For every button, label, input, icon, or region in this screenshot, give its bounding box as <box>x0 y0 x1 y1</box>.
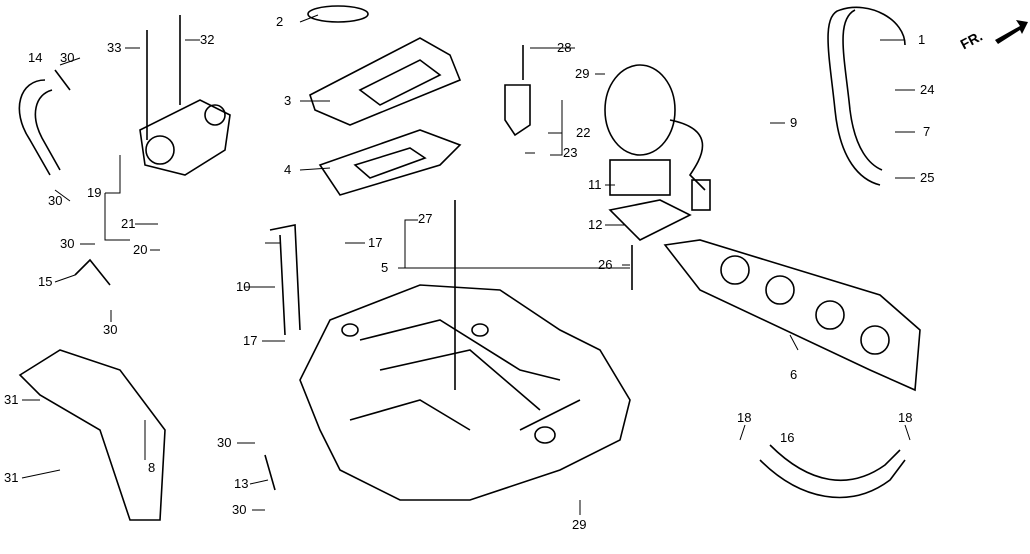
callout-13: 13 <box>234 476 249 491</box>
callout-25: 25 <box>920 170 935 185</box>
gasket <box>318 129 462 196</box>
callout-24: 24 <box>920 82 935 97</box>
callout-6: 6 <box>790 367 798 382</box>
callout-29a: 29 <box>575 66 590 81</box>
callout-30d: 30 <box>103 322 118 337</box>
callout-11: 11 <box>588 177 602 192</box>
callout-22: 22 <box>576 125 591 140</box>
intake-manifold <box>299 284 631 501</box>
callout-31b: 31 <box>4 470 19 485</box>
callout-14: 14 <box>28 50 43 65</box>
callout-30a: 30 <box>60 50 75 65</box>
egr-valve <box>604 64 676 156</box>
callout-29b: 29 <box>572 517 587 532</box>
callout-26: 26 <box>598 257 613 272</box>
callout-1: 1 <box>918 32 926 47</box>
callout-8: 8 <box>148 460 156 475</box>
callout-18a: 18 <box>737 410 752 425</box>
callout-23: 23 <box>563 145 578 160</box>
callout-10: 10 <box>236 279 251 294</box>
callout-17a: 17 <box>368 235 383 250</box>
callout-15: 15 <box>38 274 53 289</box>
callout-30c: 30 <box>60 236 75 251</box>
callout-33: 33 <box>107 40 122 55</box>
callout-30f: 30 <box>232 502 247 517</box>
callout-5: 5 <box>381 260 389 275</box>
callout-27: 27 <box>418 211 433 226</box>
callout-32: 32 <box>200 32 215 47</box>
callout-21: 21 <box>121 216 136 231</box>
callout-19: 19 <box>87 185 102 200</box>
callout-12: 12 <box>588 217 603 232</box>
exhaust-gasket <box>663 239 921 392</box>
callout-3: 3 <box>284 93 292 108</box>
callout-2: 2 <box>276 14 284 29</box>
callout-16: 16 <box>780 430 795 445</box>
callout-20: 20 <box>133 242 148 257</box>
callout-30e: 30 <box>217 435 232 450</box>
callout-4: 4 <box>284 162 292 177</box>
heat-shield-cover <box>18 349 166 521</box>
callout-17b: 17 <box>243 333 258 348</box>
callout-30b: 30 <box>48 193 63 208</box>
callout-9: 9 <box>790 115 798 130</box>
callout-28: 28 <box>557 40 572 55</box>
callout-7: 7 <box>923 124 931 139</box>
idle-air-control-valve <box>139 99 231 176</box>
callout-18b: 18 <box>898 410 913 425</box>
gasket-plate <box>309 37 462 126</box>
callout-31a: 31 <box>4 392 19 407</box>
